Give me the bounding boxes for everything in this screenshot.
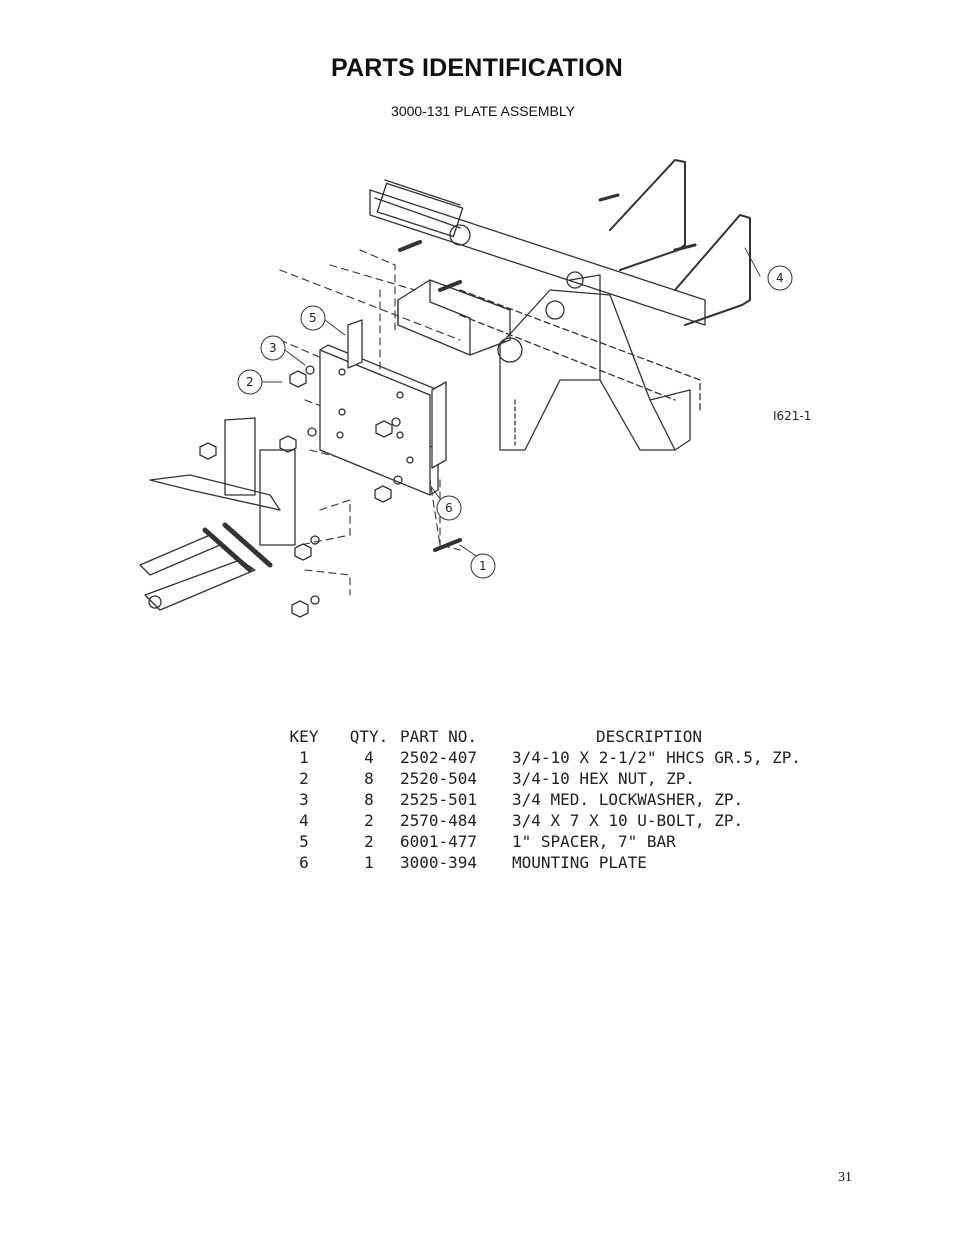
page-title: PARTS IDENTIFICATION [331,54,623,82]
cell-description: MOUNTING PLATE [512,853,647,872]
cell-qty: 8 [364,769,374,788]
cell-key: 3 [299,790,309,809]
assembly-subtitle: 3000-131 PLATE ASSEMBLY [391,103,575,119]
table-row: 3 8 2525-501 3/4 MED. LOCKWASHER, ZP. [270,789,936,810]
table-row: 5 2 6001-477 1" SPACER, 7" BAR [270,831,936,852]
cell-qty: 4 [364,748,374,767]
cell-part-no: 2520-504 [400,769,478,788]
lower-arm [144,559,256,611]
cell-description: 3/4-10 HEX NUT, ZP. [512,769,696,788]
cell-qty: 1 [364,853,374,872]
table-row: 4 2 2570-484 3/4 X 7 X 10 U-BOLT, ZP. [270,810,936,831]
callout-label-3: 3 [269,341,277,355]
bolt [438,280,462,292]
cell-description: 3/4 MED. LOCKWASHER, ZP. [512,790,744,809]
parts-table: KEY QTY. PART NO. DESCRIPTION 1 4 2502-4… [270,726,936,873]
cell-key: 1 [299,748,309,767]
u-bolt [609,159,686,271]
page-number: 31 [838,1170,852,1185]
table-row: 1 4 2502-407 3/4-10 X 2-1/2" HHCS GR.5, … [270,747,936,768]
drawing-id: I621-1 [773,409,811,423]
cylinder [376,182,464,238]
exploded-assembly-diagram: 5 3 2 4 6 1 I621-1 [139,159,811,618]
cell-qty: 8 [364,790,374,809]
cell-description: 1" SPACER, 7" BAR [512,832,676,851]
bolt [433,538,462,552]
callout-circle [470,553,496,579]
cell-part-no: 3000-394 [400,853,478,872]
callout-circle [300,305,326,331]
cell-qty: 2 [364,832,374,851]
spring [222,522,273,568]
cell-qty: 2 [364,811,374,830]
cell-description: 3/4 X 7 X 10 U-BOLT, ZP. [512,811,744,830]
callout-label-5: 5 [309,311,317,325]
mounting-plate [319,349,431,496]
bracket-block [397,279,511,356]
table-row: 2 8 2520-504 3/4-10 HEX NUT, ZP. [270,768,936,789]
spacer-bar [347,319,363,369]
header-description: DESCRIPTION [596,727,702,746]
frame-beam [459,289,701,411]
table-header-row: KEY QTY. PART NO. DESCRIPTION [270,726,936,747]
cell-key: 4 [299,811,309,830]
u-bolt [674,214,751,326]
callout-circle [237,369,263,395]
callout-circle [436,495,462,521]
cell-key: 2 [299,769,309,788]
cell-part-no: 2525-501 [400,790,478,809]
cell-key: 5 [299,832,309,851]
cell-part-no: 2570-484 [400,811,478,830]
header-part-no: PART NO. [400,727,478,746]
callout-label-4: 4 [776,271,784,285]
callout-label-1: 1 [479,559,487,573]
arm-assembly [499,289,676,451]
callout-circle [767,265,793,291]
callout-label-2: 2 [246,375,254,389]
shank-bracket [224,417,256,496]
bolt [398,240,422,252]
cell-part-no: 6001-477 [400,832,478,851]
callout-circle [260,335,286,361]
cell-key: 6 [299,853,309,872]
callout-label-6: 6 [445,501,453,515]
cell-description: 3/4-10 X 2-1/2" HHCS GR.5, ZP. [512,748,801,767]
header-qty: QTY. [349,727,389,746]
cell-part-no: 2502-407 [400,748,478,767]
table-row: 6 1 3000-394 MOUNTING PLATE [270,852,936,873]
toolbar-tube [369,189,706,326]
header-key: KEY [289,727,319,746]
spacer-bar [431,381,447,469]
